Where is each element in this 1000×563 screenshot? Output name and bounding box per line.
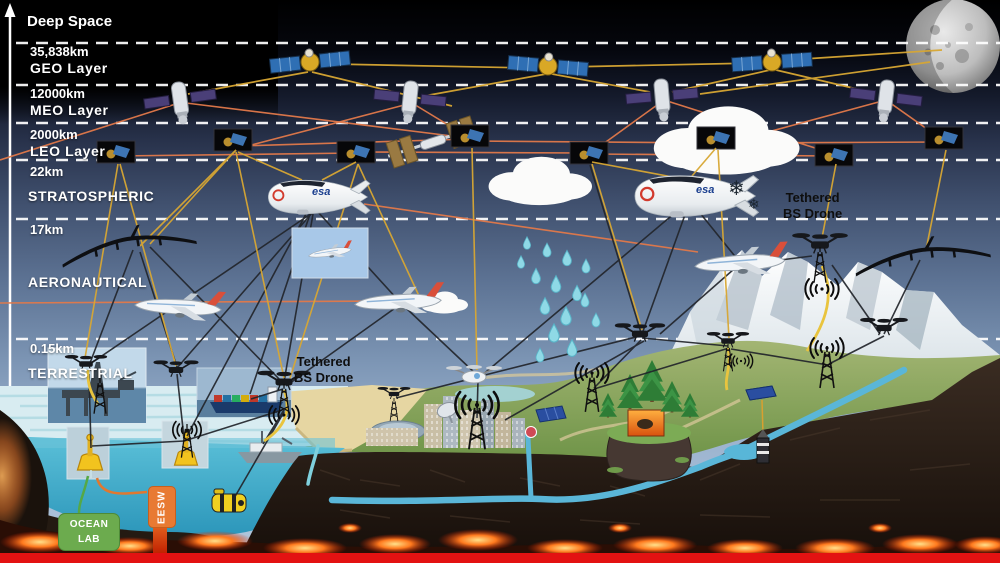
lava-strip bbox=[0, 553, 1000, 563]
tethered-bs-drone-label-left: Tethered BS Drone bbox=[294, 354, 353, 387]
layer-label-meo: MEO Layer bbox=[30, 102, 109, 118]
subsea-cables bbox=[77, 470, 148, 514]
layer-altitude-leo: 2000km bbox=[30, 127, 78, 142]
eesw-box: EESW bbox=[148, 486, 176, 528]
layer-altitude-terrestrial: 0.15km bbox=[30, 341, 75, 356]
layer-altitude-geo: 35,838km bbox=[30, 44, 89, 59]
tethered-left-line1: Tethered bbox=[296, 354, 351, 369]
leo-satellite-thumb-6 bbox=[696, 126, 736, 150]
ocean-lab-line1: OCEAN bbox=[69, 519, 109, 530]
layer-label-leo: LEO Layer bbox=[30, 143, 106, 159]
esa-logo-airship-1: esa bbox=[312, 186, 331, 198]
floating-island bbox=[606, 409, 692, 482]
deep-space-darkness bbox=[0, 0, 278, 124]
lava-glow bbox=[0, 418, 32, 534]
moon bbox=[906, 0, 1000, 93]
oil-rig-photo bbox=[47, 347, 147, 424]
eesw-label: EESW bbox=[156, 490, 168, 524]
leo-satellite-thumb-2 bbox=[213, 128, 253, 152]
leo-satellite-thumb-5 bbox=[569, 141, 609, 165]
buoy-photo-1 bbox=[66, 426, 110, 480]
ground-links-dark bbox=[88, 164, 921, 501]
leo-satellite-thumb-3 bbox=[336, 140, 376, 164]
layer-label-stratospheric: STRATOSPHERIC bbox=[28, 188, 155, 204]
tethered-left-line2: BS Drone bbox=[294, 370, 354, 386]
solar-panel-city bbox=[535, 405, 567, 423]
research-vessel bbox=[238, 431, 302, 463]
city-buildings bbox=[366, 396, 567, 448]
fire-patch bbox=[627, 409, 665, 437]
snowflake-icon: ❄ bbox=[728, 178, 745, 200]
layer-label-aeronautical: AERONAUTICAL bbox=[28, 274, 148, 290]
ocean-lab-box: OCEAN LAB bbox=[58, 513, 120, 551]
layer-altitude-meo: 12000km bbox=[30, 86, 85, 101]
leo-satellite-thumb-7 bbox=[814, 143, 854, 167]
leo-satellite-thumb-8 bbox=[924, 126, 964, 150]
snowflake-icon: ❄ bbox=[748, 196, 760, 212]
tethered-right-line1: Tethered bbox=[785, 190, 840, 205]
layer-label-terrestrial: TERRESTRIAL bbox=[28, 365, 133, 381]
esa-logo-airship-2: esa bbox=[696, 184, 715, 196]
layer-label-deep-space: Deep Space bbox=[27, 13, 113, 30]
layer-label-geo: GEO Layer bbox=[30, 60, 108, 76]
red-dome bbox=[525, 426, 537, 438]
underwater-rov bbox=[211, 488, 247, 513]
altitude-axis bbox=[4, 3, 16, 447]
coast-rock bbox=[240, 358, 1000, 556]
solar-panel-mountain bbox=[745, 385, 777, 401]
layer-altitude-aeronautical: 17km bbox=[30, 222, 64, 237]
ocean-lab-line2: LAB bbox=[77, 534, 101, 545]
inter-satellite-links-orange bbox=[0, 99, 945, 304]
tethered-right-line2: BS Drone bbox=[783, 206, 843, 222]
layer-altitude-stratospheric: 22km bbox=[30, 164, 64, 179]
satellite-dish bbox=[436, 402, 458, 424]
tethered-bs-drone-label-right: Tethered BS Drone bbox=[783, 190, 842, 223]
aircraft-photo bbox=[291, 227, 369, 279]
lava bbox=[0, 500, 1000, 558]
leo-satellite-thumb-4 bbox=[450, 124, 490, 148]
